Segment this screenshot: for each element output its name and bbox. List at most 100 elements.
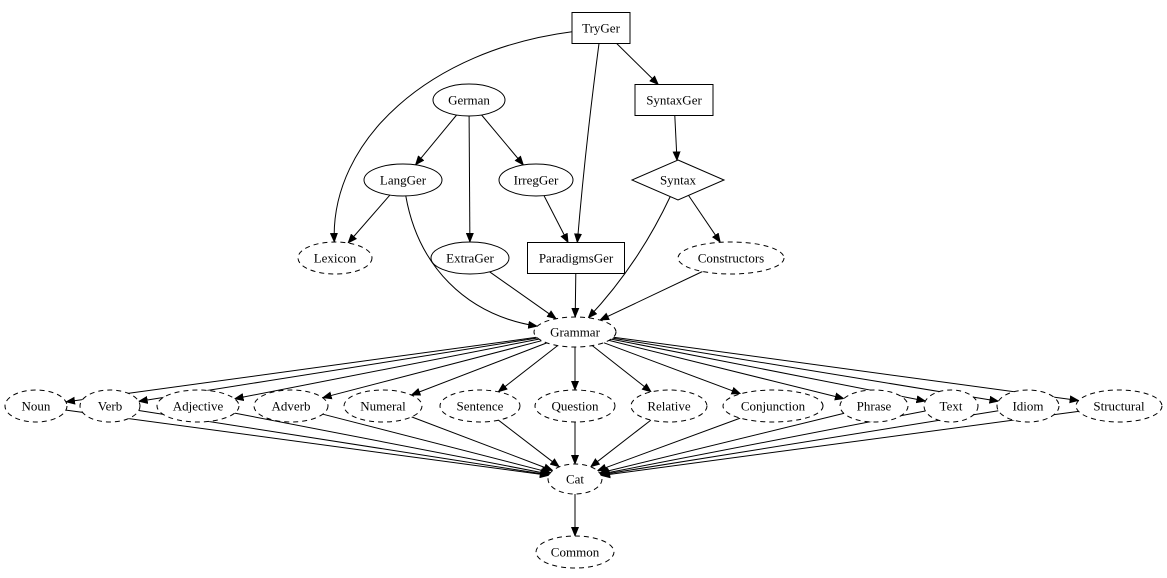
edge-tryger-to-lexicon [329, 31, 573, 243]
edge-german-to-langger [414, 114, 457, 166]
edge-langger-to-grammar [405, 195, 539, 329]
edge-tryger-to-paradigmsger [574, 43, 600, 244]
node-ellipse [430, 241, 510, 275]
edge-extrager-to-grammar [489, 271, 557, 320]
node-label: German [448, 93, 490, 108]
edge-adverb-to-cat [322, 413, 552, 475]
edge-grammar-to-structural [613, 336, 1080, 404]
node-syntaxger: SyntaxGer [634, 84, 714, 116]
node-conjunction: Conjunction [722, 389, 824, 423]
node-ellipse [363, 163, 443, 197]
node-lexicon: Lexicon [297, 241, 373, 275]
node-extrager: ExtraGer [430, 241, 510, 275]
node-langger: LangGer [363, 163, 443, 197]
edge-grammar-to-phrase [608, 339, 845, 401]
node-question: Question [534, 389, 616, 423]
node-label: Verb [98, 399, 123, 414]
edge-relative-to-cat [589, 419, 652, 468]
edge-grammar-to-numeral [410, 342, 547, 396]
node-label: Adjective [173, 399, 224, 414]
edge-grammar-to-relative [591, 345, 652, 393]
edge-idiom-to-cat [599, 410, 999, 478]
node-ellipse [156, 389, 240, 423]
node-label: Cat [566, 472, 584, 487]
node-box [527, 242, 625, 274]
node-label: Numeral [360, 399, 406, 414]
edge-tryger-to-syntaxger [616, 43, 660, 86]
node-ellipse [535, 535, 615, 569]
node-numeral: Numeral [343, 389, 423, 423]
node-structural: Structural [1075, 389, 1163, 423]
node-ellipse [4, 389, 68, 423]
edge-grammar-to-idiom [612, 337, 1000, 404]
edge-numeral-to-cat [411, 416, 554, 472]
node-label: Text [940, 399, 963, 414]
edge-adjective-to-cat [234, 412, 551, 477]
node-ellipse [923, 389, 979, 423]
node-label: ExtraGer [446, 251, 494, 266]
node-label: Lexicon [314, 251, 357, 266]
edge-german-to-extrager [465, 115, 474, 243]
node-verb: Verb [79, 389, 141, 423]
node-ellipse [1075, 389, 1163, 423]
node-label: Grammar [550, 325, 600, 340]
node-idiom: Idiom [996, 389, 1060, 423]
node-ellipse [533, 316, 617, 348]
node-label: Noun [22, 399, 51, 414]
node-ellipse [79, 389, 141, 423]
node-label: SyntaxGer [646, 93, 702, 108]
edge-grammar-to-sentence [497, 345, 558, 393]
node-label: Conjunction [741, 399, 806, 414]
edge-conjunction-to-cat [596, 417, 741, 472]
edge-syntax-to-grammar [587, 196, 671, 319]
edge-langger-to-lexicon [347, 194, 391, 244]
node-syntax: Syntax [630, 159, 726, 201]
node-label: ParadigmsGer [539, 251, 614, 266]
node-label: LangGer [380, 173, 427, 188]
node-label: IrregGer [514, 173, 559, 188]
node-ellipse [498, 163, 574, 197]
node-tryger: TryGer [571, 12, 631, 44]
edge-grammar-to-noun [65, 336, 537, 405]
edge-paradigmsger-to-grammar [571, 273, 580, 318]
node-ellipse [297, 241, 373, 275]
node-german: German [432, 83, 506, 117]
edge-german-to-irregger [481, 114, 525, 166]
node-ellipse [839, 389, 909, 423]
edge-grammar-to-conjunction [603, 342, 742, 395]
node-text: Text [923, 389, 979, 423]
node-irregger: IrregGer [498, 163, 574, 197]
node-common: Common [535, 535, 615, 569]
node-label: Phrase [857, 399, 892, 414]
node-ellipse [722, 389, 824, 423]
node-label: Constructors [698, 251, 764, 266]
node-ellipse [439, 389, 521, 423]
node-cat: Cat [547, 463, 603, 495]
node-label: TryGer [582, 21, 620, 36]
node-diamond [630, 159, 726, 201]
edge-phrase-to-cat [598, 412, 844, 475]
node-relative: Relative [630, 389, 708, 423]
node-ellipse [996, 389, 1060, 423]
node-ellipse [343, 389, 423, 423]
node-ellipse [253, 389, 329, 423]
edge-syntaxger-to-syntax [672, 115, 681, 162]
edge-structural-to-cat [600, 410, 1079, 479]
node-label: Structural [1093, 399, 1145, 414]
edge-constructors-to-grammar [599, 271, 703, 321]
node-paradigmsger: ParadigmsGer [527, 242, 625, 274]
node-grammar: Grammar [533, 316, 617, 348]
node-adjective: Adjective [156, 389, 240, 423]
node-label: Adverb [272, 399, 311, 414]
node-label: Relative [647, 399, 691, 414]
node-phrase: Phrase [839, 389, 909, 423]
node-adverb: Adverb [253, 389, 329, 423]
node-box [634, 84, 714, 116]
node-noun: Noun [4, 389, 68, 423]
edge-sentence-to-cat [498, 419, 560, 468]
node-sentence: Sentence [439, 389, 521, 423]
edge-irregger-to-paradigmsger [543, 195, 569, 244]
